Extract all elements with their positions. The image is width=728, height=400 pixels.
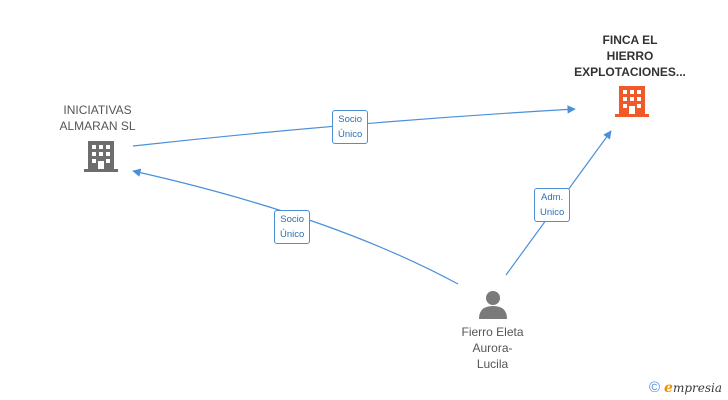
brand-logo[interactable]: empresia	[664, 379, 722, 396]
node-label-iniciativas[interactable]: INICIATIVAS ALMARAN SL	[59, 103, 136, 133]
edge-person-to-iniciativas	[132, 168, 459, 285]
node-label-finca[interactable]: FINCA EL HIERRO EXPLOTACIONES...	[574, 33, 686, 79]
footer-brand: © empresia	[649, 379, 722, 396]
copyright-icon: ©	[648, 379, 661, 396]
node-label-person[interactable]: Fierro Eleta Aurora- Lucila	[461, 325, 524, 371]
building-icon[interactable]	[615, 84, 649, 118]
edge-label-adm-unico: Adm. Unico	[534, 188, 571, 222]
edge-label-socio-unico: Socio Único	[332, 110, 369, 144]
building-icon[interactable]	[84, 139, 118, 173]
person-icon[interactable]	[478, 289, 508, 319]
edge-label-socio-unico: Socio Único	[274, 210, 311, 244]
